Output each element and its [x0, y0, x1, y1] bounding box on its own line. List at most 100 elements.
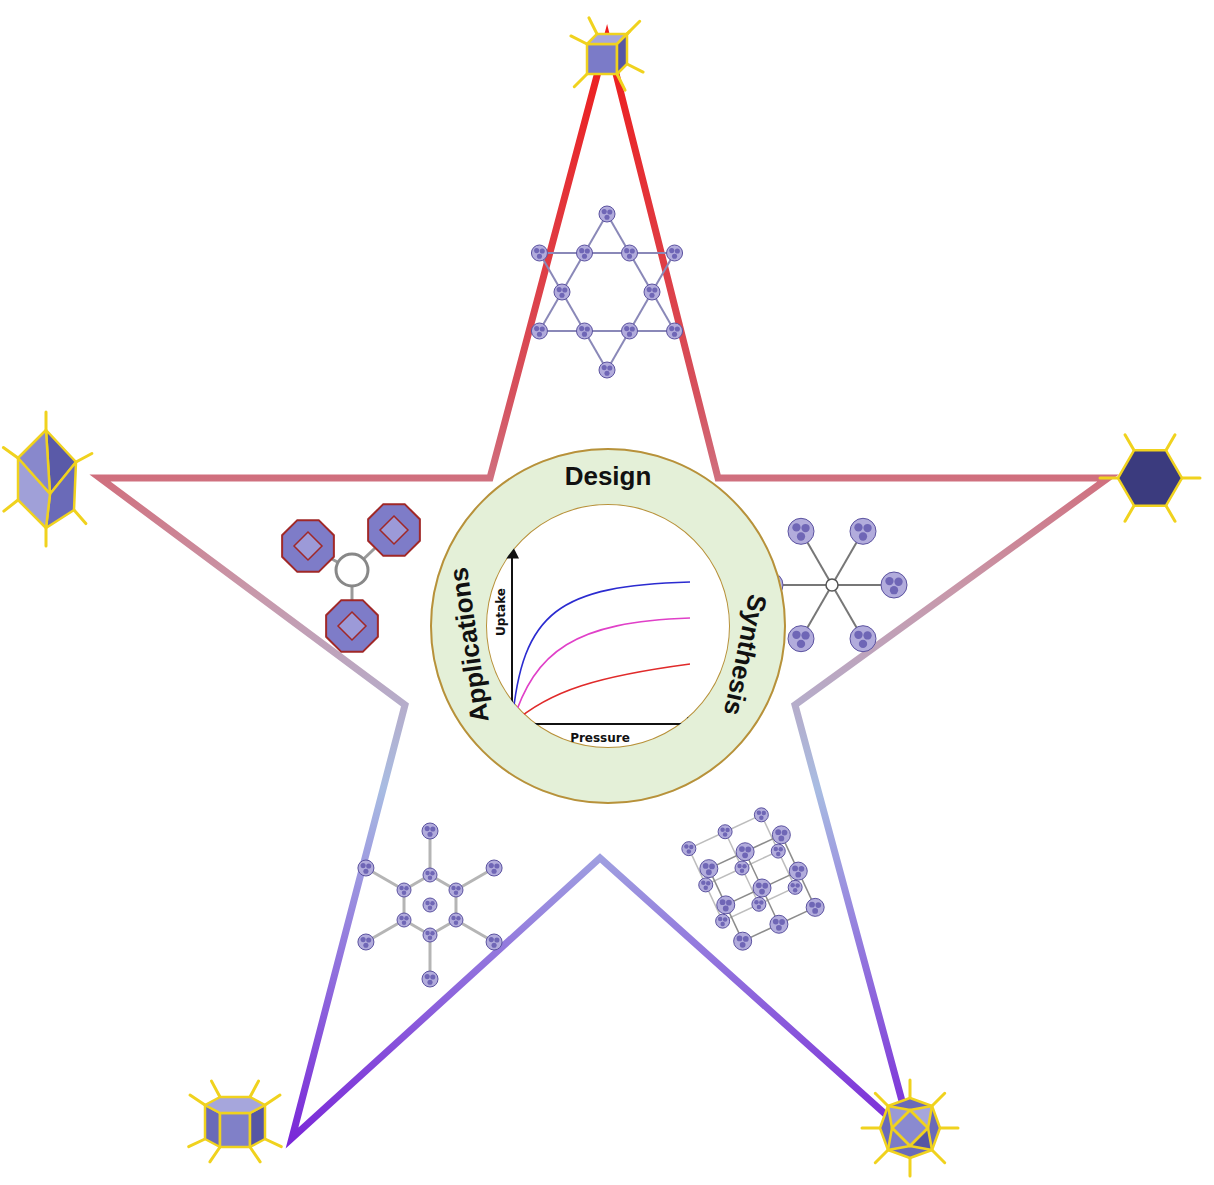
polyhedron-face — [888, 1106, 910, 1128]
metal-cluster — [397, 913, 411, 927]
metal-cluster — [486, 934, 502, 950]
metal-cluster — [554, 284, 570, 300]
curve-low — [512, 664, 690, 724]
metal-cluster — [422, 971, 438, 987]
metal-cluster — [531, 245, 547, 261]
metal-cluster — [806, 898, 824, 916]
x-axis — [512, 723, 700, 725]
metal-cluster — [850, 518, 876, 544]
spike — [265, 1095, 280, 1105]
axis-label: Pressure — [570, 732, 630, 744]
y-axis — [511, 546, 513, 724]
linker — [539, 253, 607, 370]
ring-shape — [430, 448, 786, 804]
cage-face — [338, 612, 366, 640]
spike — [909, 1158, 912, 1176]
metal-cluster — [788, 518, 814, 544]
metal-cluster — [486, 860, 502, 876]
spike — [1125, 435, 1134, 451]
polyhedron — [1100, 435, 1200, 522]
spike — [250, 1081, 259, 1097]
metal-cluster — [788, 626, 814, 652]
cage — [368, 504, 420, 556]
hub — [826, 579, 838, 591]
metal-cluster — [423, 868, 437, 882]
cage-face — [294, 532, 322, 560]
spike — [212, 1081, 220, 1097]
spike — [1100, 477, 1118, 480]
cage-face — [380, 516, 408, 544]
spike — [932, 1093, 945, 1106]
metal-cluster — [644, 284, 660, 300]
metal-cluster — [682, 842, 696, 856]
spike — [210, 1147, 220, 1162]
spike — [76, 454, 92, 462]
spike — [1166, 506, 1175, 522]
spike — [940, 1127, 958, 1130]
metal-cluster — [423, 898, 437, 912]
metal-cluster — [788, 880, 802, 894]
metal-cluster — [771, 844, 785, 858]
spike — [74, 510, 86, 524]
ring-fill — [430, 448, 786, 804]
polyhedron-face — [220, 1113, 250, 1147]
spike — [190, 1095, 205, 1105]
cycle-ring: DesignSynthesisApplications — [430, 448, 786, 804]
polyhedron — [862, 1080, 958, 1176]
spike — [265, 1139, 281, 1147]
metal-cluster — [699, 878, 713, 892]
metal-cluster — [881, 572, 907, 598]
polyhedron-face — [617, 34, 627, 74]
metal-cluster — [789, 862, 807, 880]
linker — [832, 585, 863, 639]
polyhedron-face — [910, 1106, 932, 1128]
ring-border — [431, 449, 785, 803]
spike — [862, 1127, 880, 1130]
linker-ring — [336, 554, 368, 586]
curve-mid — [512, 618, 690, 724]
spike — [627, 64, 643, 72]
metal-cluster — [397, 883, 411, 897]
metal-cluster — [700, 860, 718, 878]
curve-high — [512, 582, 690, 724]
spike — [45, 528, 48, 546]
spike — [571, 36, 587, 44]
metal-cluster — [667, 245, 683, 261]
metal-cluster — [850, 626, 876, 652]
metal-cluster — [531, 323, 547, 339]
metal-cluster — [753, 879, 771, 897]
spike — [1182, 477, 1200, 480]
stage-label: Design — [565, 463, 652, 489]
polyhedron-face — [18, 458, 50, 528]
linker — [539, 330, 674, 332]
axis-label: Uptake — [495, 588, 507, 636]
spike — [589, 18, 597, 34]
isotherm-chart — [512, 546, 700, 724]
metal-cluster — [622, 323, 638, 339]
linker — [539, 252, 674, 254]
spike — [627, 21, 640, 34]
polyhedron — [571, 18, 643, 90]
metal-cluster — [772, 826, 790, 844]
polyhedron — [189, 1081, 282, 1162]
spike — [932, 1150, 945, 1163]
spike — [875, 1093, 888, 1106]
spike — [189, 1139, 205, 1147]
metal-cluster — [423, 928, 437, 942]
spike — [875, 1150, 888, 1163]
metal-cluster — [770, 915, 788, 933]
metal-cluster — [577, 323, 593, 339]
polyhedron-face — [880, 1098, 940, 1158]
polyhedron — [3, 412, 92, 546]
polyhedron-face — [587, 44, 617, 74]
polyhedron-face — [1118, 450, 1182, 505]
spike — [4, 500, 18, 511]
spike — [1125, 506, 1134, 522]
polyhedron-face — [205, 1097, 265, 1113]
metal-cluster — [735, 861, 749, 875]
metal-cluster — [422, 823, 438, 839]
polyhedron-face — [888, 1128, 910, 1150]
polyhedron-face — [910, 1128, 932, 1150]
spike — [1166, 435, 1175, 451]
